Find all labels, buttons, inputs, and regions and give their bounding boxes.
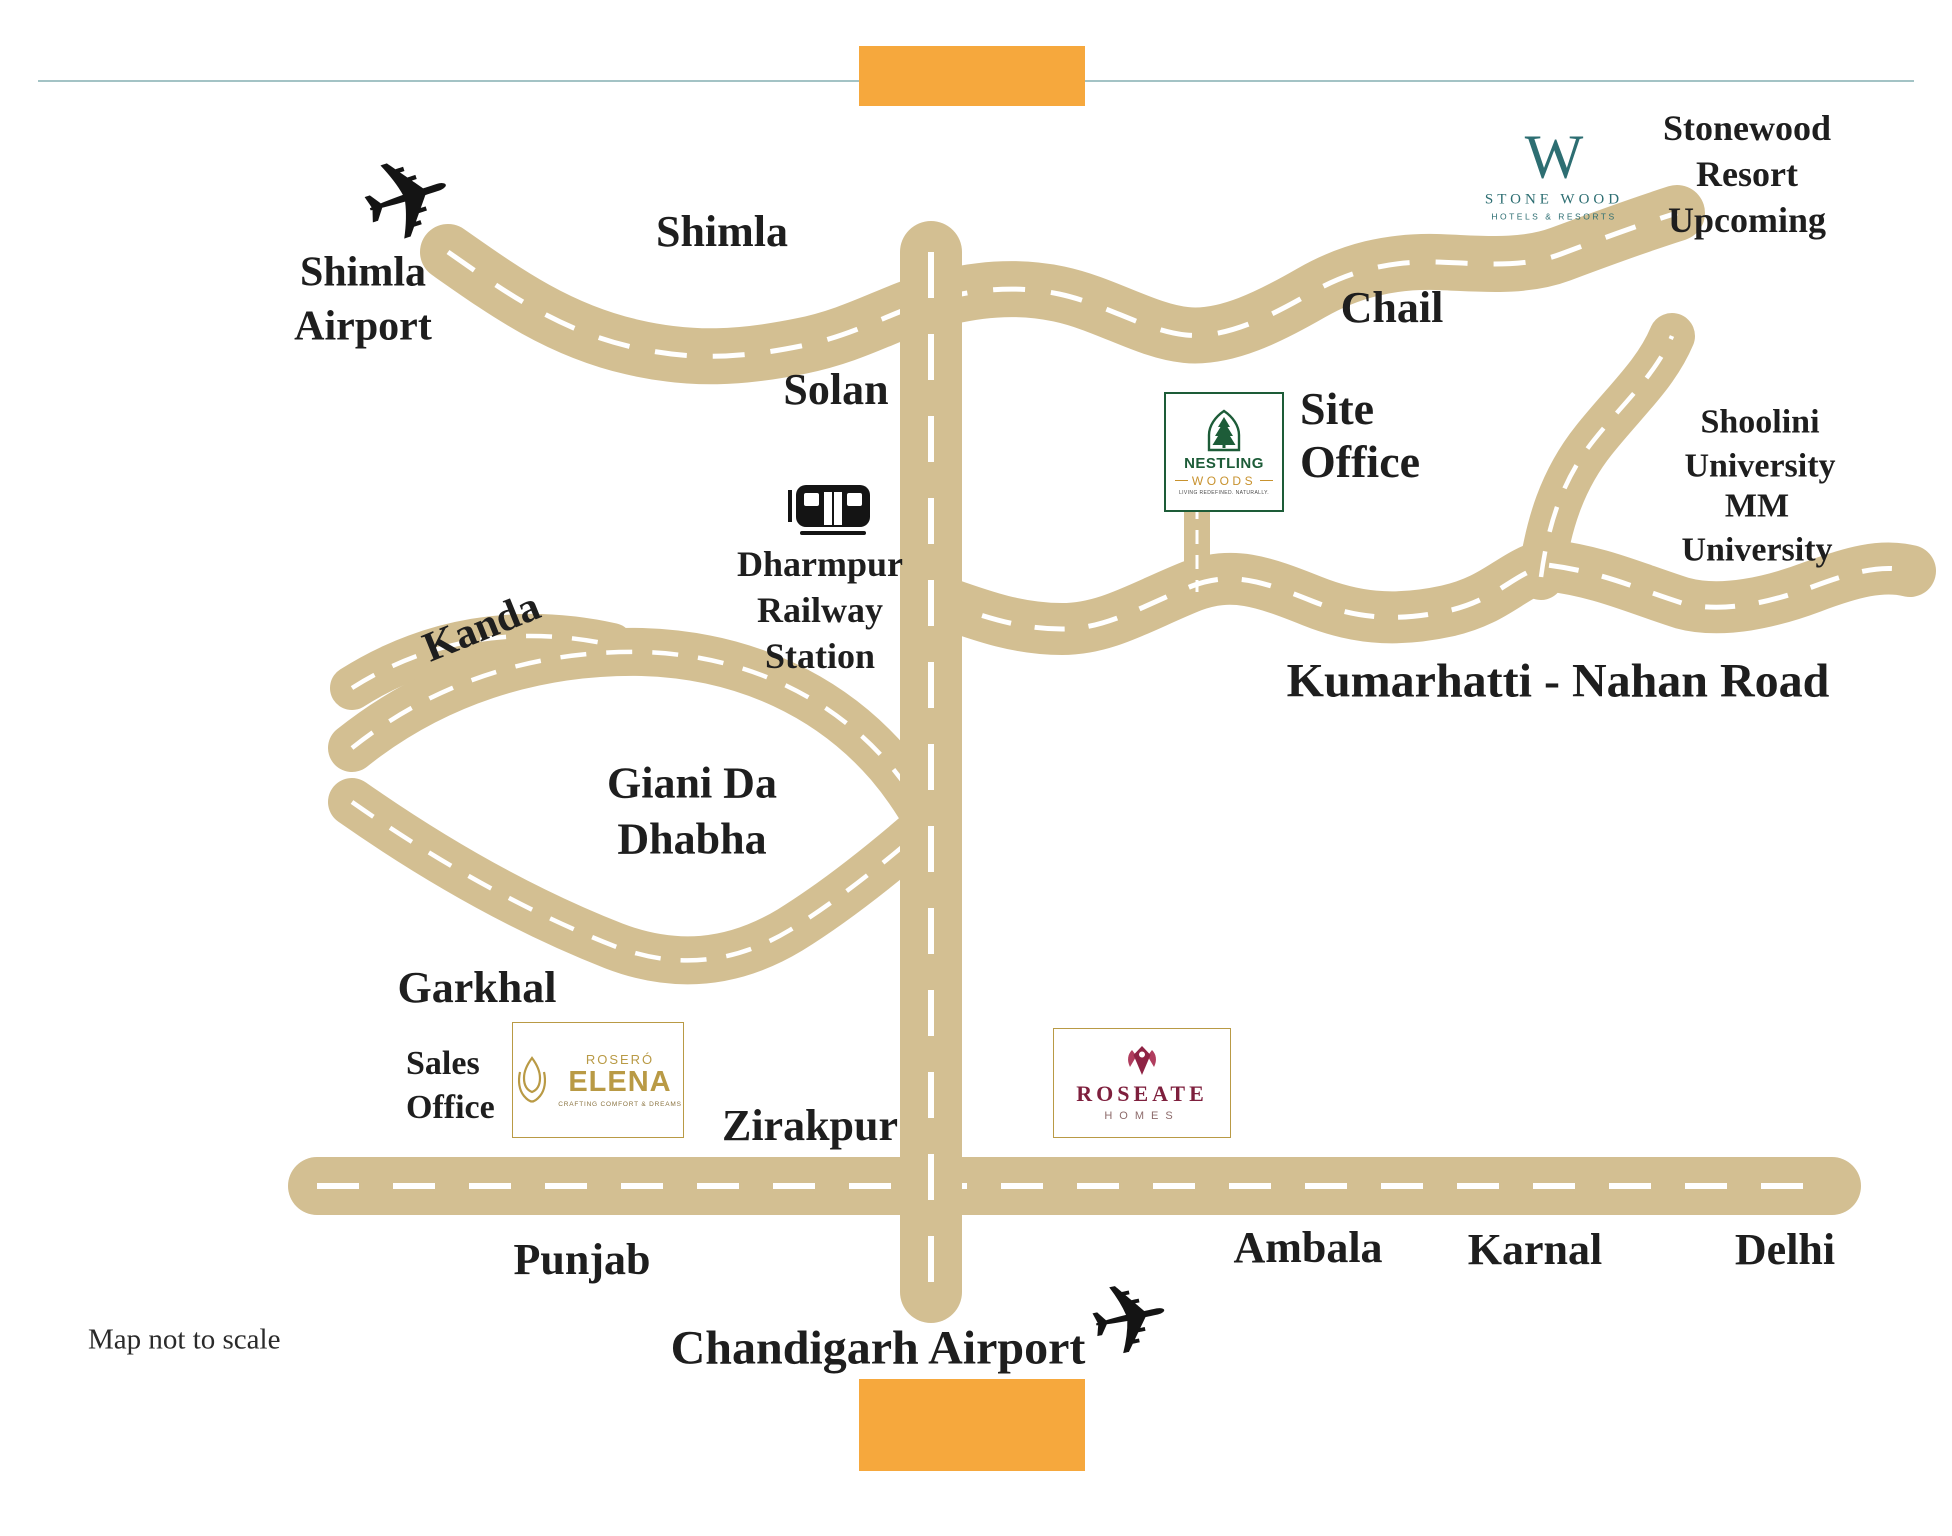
- road-kumarhatti-nahan: [905, 539, 1936, 655]
- dash-kanda-upper-fork: [350, 633, 613, 690]
- label-garkhal: Garkhal: [397, 962, 557, 1012]
- dash-shimla-chail: [446, 210, 1678, 359]
- label-dharmpur-railway-station: Dharmpur Railway Station: [736, 543, 903, 677]
- stonewood-monogram: W: [1524, 123, 1584, 192]
- label-chail: Chail: [1340, 282, 1444, 332]
- label-shoolini-university: Shoolini University: [1684, 403, 1836, 484]
- stonewood-name: STONE WOOD: [1484, 191, 1624, 208]
- road-shimla-chail: [420, 185, 1705, 385]
- label-shimla-airport: Shimla Airport: [294, 249, 432, 349]
- dash-shoolini-branch: [1538, 335, 1675, 578]
- label-shimla: Shimla: [655, 206, 789, 256]
- label-site-office: Site Office: [1300, 383, 1421, 487]
- nestling-woods-word: WOODS: [1174, 473, 1274, 488]
- label-zirakpur: Zirakpur: [721, 1100, 899, 1150]
- top-accent-bar: [859, 46, 1085, 106]
- rosero-elena-text: ROSERÓ ELENA CRAFTING COMFORT & DREAMS: [558, 1052, 681, 1107]
- roseate-homes-word: HOMES: [1104, 1110, 1180, 1122]
- dash-kumarhatti-nahan: [930, 562, 1911, 632]
- dash-loop-upper: [350, 649, 931, 824]
- rule-line: [1174, 480, 1188, 481]
- label-punjab: Punjab: [513, 1234, 651, 1284]
- pine-tree-icon: [1207, 409, 1241, 451]
- rosero-elena-logo: ROSERÓ ELENA CRAFTING COMFORT & DREAMS: [512, 1022, 684, 1138]
- train-icon: [788, 485, 870, 535]
- roseate-homes-logo: ROSEATE HOMES: [1053, 1028, 1231, 1138]
- rule-line: [1260, 480, 1274, 481]
- nestling-woods-logo: NESTLING WOODS LIVING REDEFINED. NATURAL…: [1164, 392, 1284, 512]
- crest-icon: [1128, 1046, 1156, 1075]
- stonewood-tagline: HOTELS & RESORTS: [1491, 211, 1617, 222]
- nestling-name: NESTLING: [1184, 454, 1264, 472]
- roseate-name: ROSEATE: [1076, 1081, 1208, 1106]
- label-sales-office: Sales Office: [406, 1044, 495, 1126]
- map-scale-note: Map not to scale: [88, 1323, 281, 1356]
- label-chandigarh-airport: Chandigarh Airport: [670, 1321, 1086, 1375]
- label-kumarhatti-nahan-road: Kumarhatti - Nahan Road: [1286, 654, 1830, 708]
- dash-loop-lower: [350, 800, 931, 963]
- rosero-tagline: CRAFTING COMFORT & DREAMS: [558, 1100, 682, 1108]
- stonewood-logo: W STONE WOOD HOTELS & RESORTS: [1464, 123, 1644, 222]
- nestling-tagline: LIVING REDEFINED. NATURALLY.: [1178, 489, 1270, 496]
- bottom-accent-bar: [859, 1379, 1085, 1471]
- nestling-woods-text: WOODS: [1191, 473, 1257, 488]
- label-mm-university: MM University: [1681, 487, 1833, 568]
- elena-name: ELENA: [568, 1066, 672, 1099]
- lotus-icon: [518, 1056, 547, 1103]
- rosero-brand: ROSERÓ: [585, 1052, 655, 1068]
- label-delhi: Delhi: [1734, 1224, 1836, 1274]
- label-giani-da-dhabha: Giani Da Dhabha: [607, 758, 777, 864]
- label-ambala: Ambala: [1233, 1222, 1383, 1272]
- label-solan: Solan: [783, 364, 889, 414]
- label-karnal: Karnal: [1467, 1224, 1603, 1274]
- label-stonewood-resort: Stonewood Resort Upcoming: [1662, 107, 1832, 241]
